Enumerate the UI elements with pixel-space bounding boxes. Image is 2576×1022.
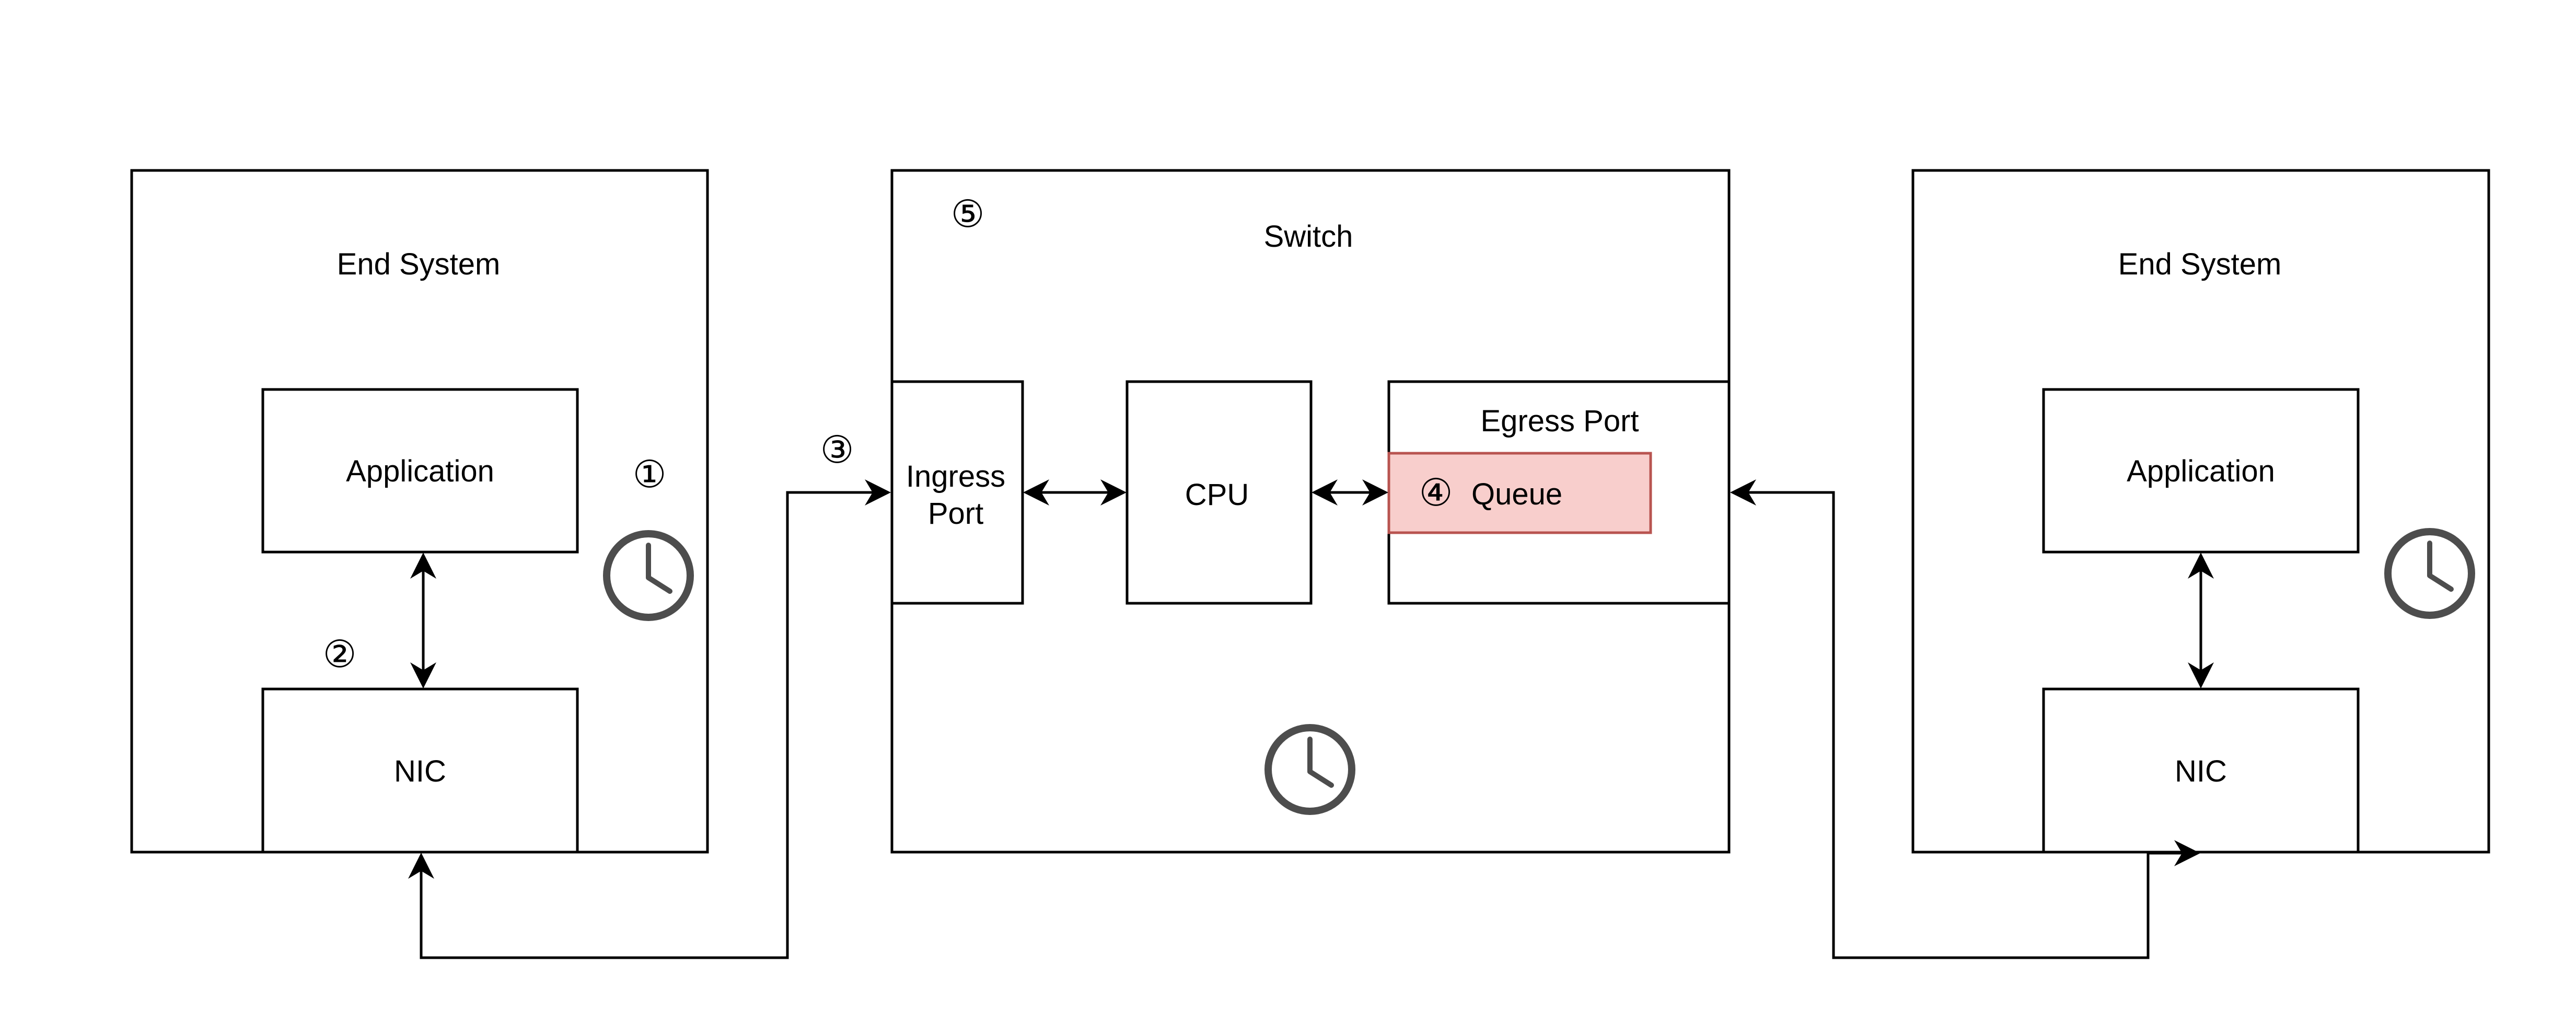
- egress-to-right-nic-link: [1730, 479, 2200, 959]
- egress-port-label: Egress Port: [1481, 404, 1639, 438]
- right-nic-label: NIC: [2175, 754, 2227, 788]
- left-nic-to-ingress-link: [408, 479, 891, 959]
- ingress-port-label-line1: Ingress: [906, 460, 1005, 493]
- right-end-system-title: End System: [2118, 247, 2282, 281]
- marker-3: ③: [820, 428, 854, 472]
- marker-1: ①: [633, 452, 667, 496]
- marker-2: ②: [323, 632, 357, 676]
- queue-marker: ④: [1419, 470, 1453, 514]
- right-end-system: End System Application NIC: [1911, 169, 2490, 854]
- queue-box: [1387, 452, 1652, 534]
- left-end-system: End System Application NIC ① ②: [130, 169, 709, 854]
- marker-5: ⑤: [951, 192, 985, 236]
- left-nic-label: NIC: [394, 754, 446, 788]
- left-application-label: Application: [346, 454, 494, 488]
- switch-title: Switch: [1264, 220, 1353, 254]
- right-application-label: Application: [2127, 454, 2275, 488]
- clock-icon: [1264, 724, 1355, 815]
- switch: Switch ⑤ Ingress Port CPU Egress Port ④ …: [890, 169, 1731, 854]
- ingress-port-box: [890, 380, 1024, 605]
- cpu-box: [1125, 380, 1313, 605]
- queue-label: Queue: [1471, 477, 1562, 511]
- ingress-port-label-line2: Port: [928, 497, 983, 531]
- clock-icon: [2384, 528, 2475, 619]
- cpu-label: CPU: [1185, 478, 1249, 512]
- left-end-system-title: End System: [337, 247, 501, 281]
